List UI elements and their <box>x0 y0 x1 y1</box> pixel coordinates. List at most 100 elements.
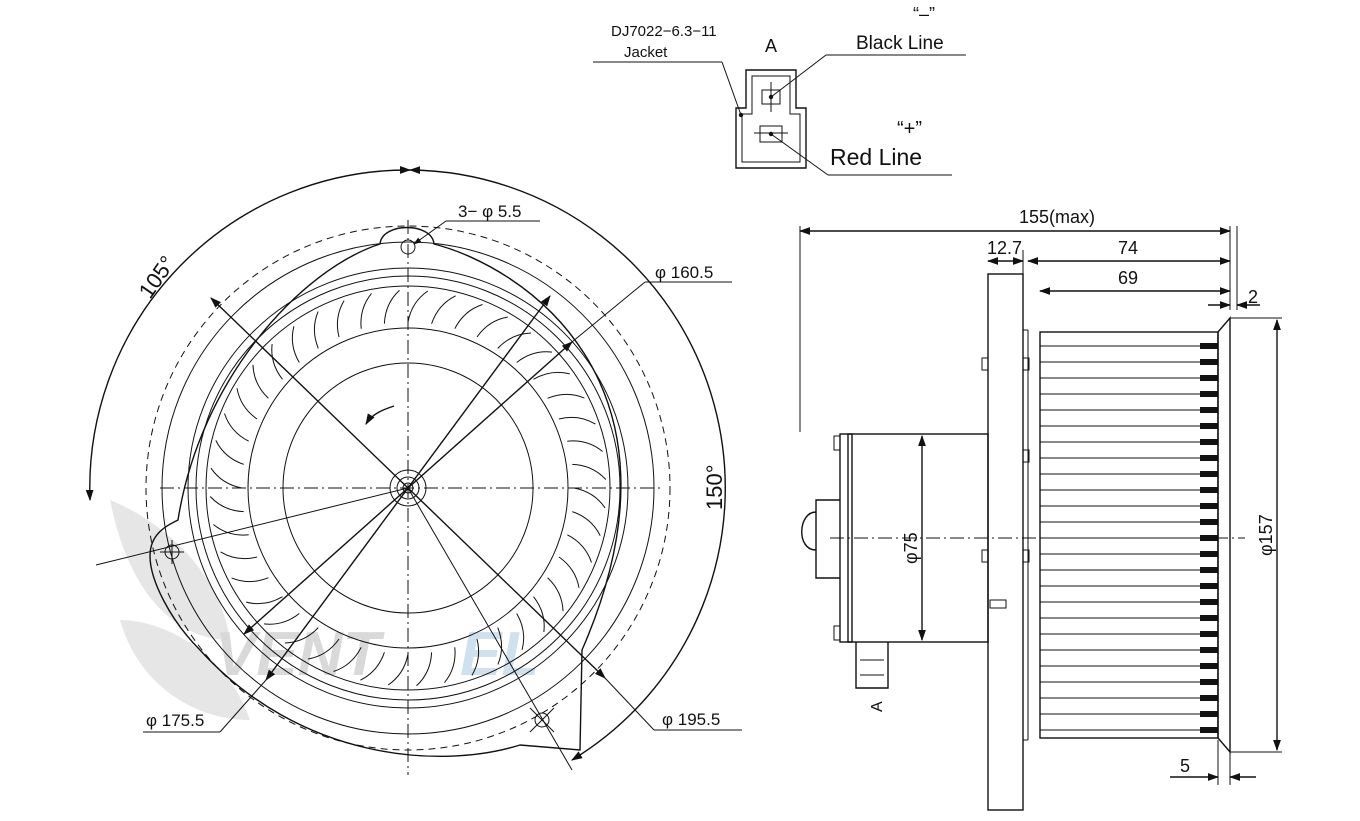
wheel-rib-tab <box>1200 519 1218 525</box>
wheel-rib-tab <box>1200 695 1218 701</box>
impeller-blade <box>209 496 244 513</box>
impeller-blade <box>313 311 319 349</box>
wheel-rib-tab <box>1200 407 1218 413</box>
leader-160 <box>571 281 646 343</box>
dim-line-160 <box>243 341 573 635</box>
wheel-rib-tab <box>1200 375 1218 381</box>
angle-150-label: 150° <box>702 464 727 510</box>
connector-part-number: DJ7022−6.3−11 <box>611 23 717 40</box>
black-line-leader <box>770 54 827 98</box>
leader-175 <box>219 679 267 733</box>
wheel-rib-tab <box>1200 471 1218 477</box>
motor-bearing-housing <box>815 499 840 579</box>
dim-69-label: 69 <box>1118 268 1138 288</box>
impeller-blade <box>416 652 433 687</box>
impeller-blade <box>383 289 400 324</box>
impeller-blade <box>567 440 603 452</box>
wheel-rib-tab <box>1200 599 1218 605</box>
impeller-blade <box>497 332 532 349</box>
angle-arc-150 <box>408 166 726 761</box>
connector-view-label: A <box>765 36 777 56</box>
impeller-blade <box>567 534 592 563</box>
flange-clip-2 <box>1022 449 1030 463</box>
dim-155-label: 155(max) <box>1019 207 1095 227</box>
wheel-rib-tab <box>1200 455 1218 461</box>
dim-157-label: φ157 <box>1256 514 1276 556</box>
wheel-rib-tab <box>1200 711 1218 717</box>
leader-195 <box>604 677 655 731</box>
impeller-blade <box>444 647 456 683</box>
red-line-label: Red Line <box>830 144 922 170</box>
rotation-arrow <box>365 405 395 425</box>
dim-74-label: 74 <box>1118 238 1138 258</box>
flange-tab-1 <box>981 357 989 371</box>
wheel-rib-tab <box>1200 647 1218 653</box>
jacket-leader-dot <box>738 112 744 118</box>
motor-screw-top <box>833 435 841 451</box>
impeller-blade <box>476 316 508 338</box>
impeller-blade <box>572 463 607 480</box>
impeller-blade <box>533 371 570 380</box>
impeller-blade <box>431 295 456 324</box>
impeller-blade <box>252 364 269 399</box>
dim-75-label: φ75 <box>901 532 921 564</box>
dim-160-5-label: φ 160.5 <box>655 263 713 282</box>
connector-body <box>855 642 889 689</box>
flange-clip-1 <box>1022 357 1030 371</box>
red-leader-dot <box>768 131 774 137</box>
jacket-leader-line-2 <box>721 61 742 116</box>
holes-label: 3− φ 5.5 <box>458 202 521 221</box>
wheel-rib-tab <box>1200 423 1218 429</box>
impeller-blade <box>213 524 249 536</box>
housing-outline <box>149 226 622 757</box>
impeller-blade <box>291 326 300 363</box>
wheel-rib-tab <box>1200 391 1218 397</box>
red-symbol: “+” <box>897 118 922 140</box>
blower-wheel <box>1039 331 1219 739</box>
impeller-blade <box>454 304 483 329</box>
watermark: VENT EL <box>110 500 539 720</box>
dim-2-label: 2 <box>1248 287 1258 307</box>
wheel-rib-tab <box>1200 343 1218 349</box>
impeller-blade <box>387 653 409 686</box>
connector-jacket-label: Jacket <box>624 44 668 61</box>
wheel-rib-tab <box>1200 567 1218 573</box>
connector-detail: DJ7022−6.3−11 Jacket A “–” Black Line “+… <box>593 4 966 176</box>
wheel-rib-tab <box>1200 503 1218 509</box>
wheel-rib-tab <box>1200 615 1218 621</box>
red-terminal <box>759 125 783 143</box>
motor-screw-bottom <box>833 625 841 641</box>
wheel-rib-tab <box>1200 663 1218 669</box>
dim-175-5-label: φ 175.5 <box>146 711 204 730</box>
wheel-rib-tab <box>1200 535 1218 541</box>
wheel-rib-tab <box>1200 631 1218 637</box>
dim-12-7-label: 12.7 <box>987 238 1022 258</box>
angle-105-label: 105° <box>134 251 181 303</box>
motor-bearing-dome <box>801 511 817 551</box>
wheel-rib-tab <box>1200 487 1218 493</box>
wheel-ribs <box>1040 343 1218 733</box>
impeller-blade <box>407 290 429 323</box>
black-symbol: “–” <box>913 4 935 24</box>
impeller-blade <box>246 596 283 605</box>
wheel-rib-tab <box>1200 679 1218 685</box>
impeller-blade <box>558 556 580 588</box>
mount-hole-bottom-mark-2 <box>529 707 555 733</box>
black-line-label: Black Line <box>856 33 944 54</box>
impeller-blade <box>516 351 553 363</box>
mount-hole-top <box>400 239 416 255</box>
view-a-marker: A <box>869 701 886 712</box>
black-leader-dot <box>768 94 774 100</box>
impeller-blade <box>236 388 258 420</box>
connector-inner-outline <box>741 75 801 163</box>
flange-tab-2 <box>981 549 989 563</box>
impeller-blade <box>224 413 249 442</box>
mount-hole-bottom <box>534 712 550 728</box>
wheel-rib-tab <box>1200 583 1218 589</box>
impeller-blade <box>210 467 243 489</box>
front-view: 105° 150° φ 160.5 φ 175.5 <box>85 166 742 775</box>
impeller-blade <box>336 300 345 338</box>
connector-outline <box>735 69 807 169</box>
flange-clip-3 <box>1022 549 1030 563</box>
